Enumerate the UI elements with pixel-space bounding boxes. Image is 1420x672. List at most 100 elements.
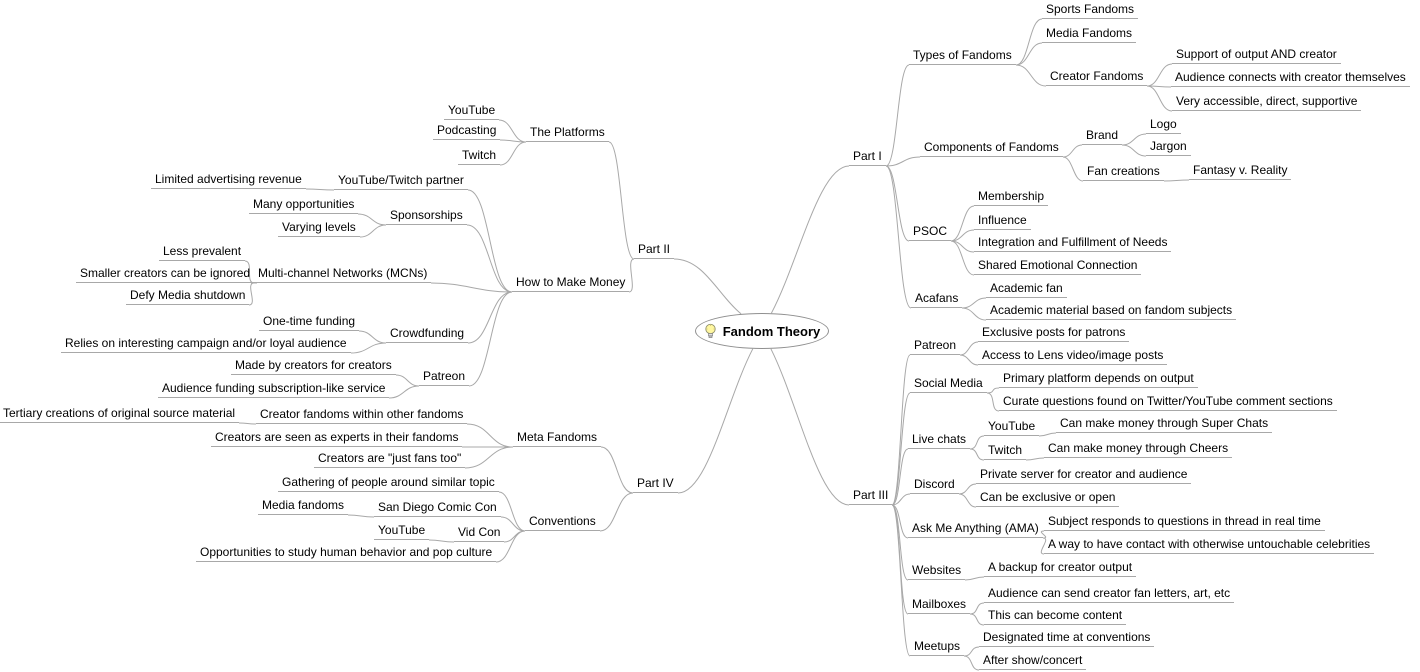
mindmap-node-psoc[interactable]: PSOC [909,224,952,241]
mindmap-node-youtube_vidcon[interactable]: YouTube [374,523,430,540]
mindmap-node-influence[interactable]: Influence [974,213,1031,230]
edge-crowdfunding [467,291,513,344]
mindmap-node-meetups[interactable]: Meetups [910,639,965,656]
mindmap-node-defy_media[interactable]: Defy Media shutdown [126,288,250,305]
mindmap-node-very_accessible[interactable]: Very accessible, direct, supportive [1172,94,1362,111]
mindmap-node-twitch_live[interactable]: Twitch [984,443,1027,460]
mindmap-node-gathering[interactable]: Gathering of people around similar topic [278,475,499,492]
mindmap-node-crowdfunding[interactable]: Crowdfunding [386,326,469,343]
mindmap-node-mailboxes[interactable]: Mailboxes [908,597,971,614]
edge-live_chats [891,448,909,506]
mindmap-node-subject_responds[interactable]: Subject responds to questions in thread … [1044,514,1325,531]
mindmap-node-exclusive_posts[interactable]: Exclusive posts for patrons [978,325,1130,342]
mindmap-node-just_fans_too[interactable]: Creators are "just fans too" [314,451,466,468]
mindmap-node-creators_experts[interactable]: Creators are seen as experts in their fa… [211,430,463,447]
mindmap-node-live_chats[interactable]: Live chats [908,432,971,449]
mindmap-node-opp_study[interactable]: Opportunities to study human behavior an… [196,545,497,562]
mindmap-root-node[interactable]: Fandom Theory [695,313,829,349]
mindmap-node-designated_time[interactable]: Designated time at conventions [979,630,1155,647]
edge-components_of_fandoms [885,156,921,167]
mindmap-node-components_of_fandoms[interactable]: Components of Fandoms [920,140,1063,157]
mindmap-node-one_time_funding[interactable]: One-time funding [259,314,360,331]
mindmap-node-podcasting[interactable]: Podcasting [433,123,501,140]
mindmap-node-after_show[interactable]: After show/concert [979,653,1087,670]
mindmap-node-tertiary_creations[interactable]: Tertiary creations of original source ma… [0,406,240,423]
mindmap-node-ama[interactable]: Ask Me Anything (AMA) [908,521,1043,538]
mindmap-node-mcns[interactable]: Multi-channel Networks (MCNs) [254,266,432,283]
edge-sports_fandoms [1015,18,1043,66]
edge-shared_emotional [950,240,975,276]
mindmap-node-curate_questions[interactable]: Curate questions found on Twitter/YouTub… [999,394,1337,411]
mindmap-node-brand[interactable]: Brand [1082,128,1123,145]
mindmap-node-primary_platform[interactable]: Primary platform depends on output [999,371,1198,388]
mindmap-node-vid_con[interactable]: Vid Con [454,525,505,542]
mindmap-node-part1[interactable]: Part I [849,149,886,166]
mindmap-node-sports_fandoms[interactable]: Sports Fandoms [1042,2,1139,19]
mindmap-node-audience_funding[interactable]: Audience funding subscription-like servi… [158,381,390,398]
edge-cheers [1025,457,1045,461]
mindmap-node-how_to_make_money[interactable]: How to Make Money [512,275,630,292]
mindmap-node-creator_fandoms_within[interactable]: Creator fandoms within other fandoms [256,407,468,424]
edge-mcns [430,282,513,293]
mindmap-node-patreon_p3[interactable]: Patreon [910,338,961,355]
mindmap-node-youtube_live[interactable]: YouTube [984,419,1040,436]
mindmap-node-made_by_creators[interactable]: Made by creators for creators [231,358,396,375]
mindmap-node-sdcc[interactable]: San Diego Comic Con [374,500,501,517]
mindmap-node-membership[interactable]: Membership [974,189,1049,206]
mindmap-node-limited_ad[interactable]: Limited advertising revenue [151,172,306,189]
mindmap-node-social_media[interactable]: Social Media [910,376,987,393]
mindmap-node-creator_fandoms[interactable]: Creator Fandoms [1046,69,1148,86]
mindmap-node-patreon_p2[interactable]: Patreon [419,369,470,386]
mindmap-node-jargon[interactable]: Jargon [1146,139,1191,156]
mindmap-node-fan_creations[interactable]: Fan creations [1083,164,1164,181]
mindmap-node-less_prevalent[interactable]: Less prevalent [159,244,246,261]
mindmap-node-backup_output[interactable]: A backup for creator output [984,560,1137,577]
mindmap-node-the_platforms[interactable]: The Platforms [526,125,609,142]
mindmap-node-logo[interactable]: Logo [1146,117,1181,134]
mindmap-node-fantasy_v_reality[interactable]: Fantasy v. Reality [1189,163,1292,180]
mindmap-node-cheers[interactable]: Can make money through Cheers [1044,441,1233,458]
mindmap-node-sponsorships[interactable]: Sponsorships [386,208,467,225]
mindmap-node-many_opportunities[interactable]: Many opportunities [249,197,359,214]
edge-access_lens [959,354,979,366]
mindmap-node-access_lens[interactable]: Access to Lens video/image posts [978,348,1168,365]
mindmap-node-part4[interactable]: Part IV [633,476,678,493]
mindmap-node-support_output[interactable]: Support of output AND creator [1172,47,1341,64]
mindmap-node-types_of_fandoms[interactable]: Types of Fandoms [909,48,1016,65]
mindmap-node-audience_connects[interactable]: Audience connects with creator themselve… [1171,70,1410,87]
edge-part2 [673,258,742,315]
edge-part4 [677,348,754,494]
mindmap-node-acafans[interactable]: Acafans [911,291,963,308]
mindmap-node-smaller_creators[interactable]: Smaller creators can be ignored [76,266,255,283]
mindmap-node-twitch_platform[interactable]: Twitch [458,148,501,165]
mindmap-node-youtube_platform[interactable]: YouTube [444,103,500,120]
mindmap-node-private_server[interactable]: Private server for creator and audience [976,467,1192,484]
edge-academic_material [961,307,987,321]
mindmap-node-shared_emotional[interactable]: Shared Emotional Connection [974,258,1142,275]
mindmap-node-varying_levels[interactable]: Varying levels [278,220,360,237]
edge-defy_media [248,282,255,306]
mindmap-node-part3[interactable]: Part III [849,488,893,505]
mindmap-node-fan_letters[interactable]: Audience can send creator fan letters, a… [984,586,1235,603]
mindmap-node-media_fandoms[interactable]: Media Fandoms [1042,26,1137,43]
mindmap-node-integration[interactable]: Integration and Fulfillment of Needs [974,235,1172,252]
edge-youtube_live [969,435,985,450]
edge-exclusive_posts [959,341,979,356]
mindmap-node-academic_fan[interactable]: Academic fan [986,281,1067,298]
edge-after_show [963,655,980,671]
mindmap-node-media_fandoms_conv[interactable]: Media fandoms [258,498,349,515]
mindmap-node-meta_fandoms[interactable]: Meta Fandoms [513,430,602,447]
mindmap-node-academic_material[interactable]: Academic material based on fandom subjec… [986,303,1237,320]
mindmap-node-super_chats[interactable]: Can make money through Super Chats [1056,416,1273,433]
mindmap-node-part2[interactable]: Part II [634,242,675,259]
edge-creator_fandoms [1015,64,1047,87]
mindmap-node-yt_twitch_partner[interactable]: YouTube/Twitch partner [334,173,468,190]
mindmap-node-way_to_contact[interactable]: A way to have contact with otherwise unt… [1044,537,1375,554]
mindmap-node-become_content[interactable]: This can become content [984,608,1127,625]
mindmap-node-discord[interactable]: Discord [910,477,959,494]
mindmap-node-conventions[interactable]: Conventions [525,514,600,531]
mindmap-node-relies_on[interactable]: Relies on interesting campaign and/or lo… [61,336,351,353]
mindmap-node-websites[interactable]: Websites [908,563,966,580]
mindmap-node-exclusive_or_open[interactable]: Can be exclusive or open [976,490,1120,507]
